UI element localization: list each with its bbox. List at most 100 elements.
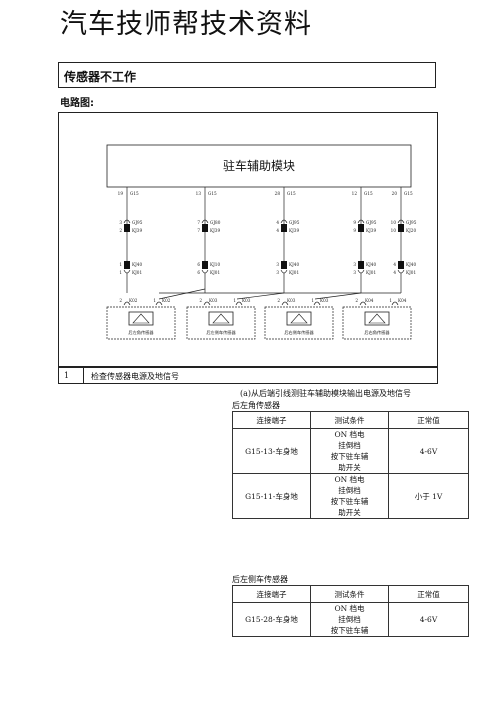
pin-label: 2 [119,228,122,233]
connector-body [281,261,287,269]
sensor-symbol [208,311,234,326]
connector-label: KJ40 [132,262,142,267]
test-table-1: 连接端子 测试条件 正常值 G15-13-车身地 ON 档电 挂倒档 按下驻车辅… [232,411,469,519]
sensor-symbol [128,311,154,326]
connector-label: KJ01 [210,270,220,275]
sensor-label: 后左侧车传感器 [206,329,236,336]
pin-label: 2 [199,298,202,303]
wire [158,288,206,300]
condition-line: 按下驻车辅 [330,497,369,506]
connector-body [281,224,287,232]
connector-label: K03 [320,298,329,303]
sensor-symbol-mark [132,313,150,324]
connector-label: KJ20 [406,228,416,233]
pin-label: 3 [276,270,279,275]
connector-label: KJ39 [132,228,142,233]
connector-label: KJ39 [366,228,376,233]
connector-symbol [357,219,365,224]
connector-label: KJ01 [406,270,416,275]
pin-label: 19 [118,191,124,196]
sensor-label: 后左角传感器 [128,329,154,336]
connector-body [202,261,208,269]
pin-label: 2 [355,298,358,303]
pin-label: 28 [275,191,281,196]
condition-line: 挂倒档 [338,441,361,450]
connector-body [124,261,130,269]
pin-label: 4 [276,228,279,233]
condition-cell: ON 档电 挂倒档 按下驻车辅 助开关 [310,428,389,474]
subheading-left-side: 后左侧车传感器 [232,575,288,584]
sensor-symbol [364,311,390,326]
connector-symbol [359,301,367,306]
connector-label: K04 [398,298,407,303]
table-header-row: 连接端子 测试条件 正常值 [232,585,469,603]
condition-line: 挂倒档 [338,486,361,495]
table-row: G15-28-车身地 ON 档电 挂倒档 按下驻车辅 4-6V [232,602,469,637]
connector-label: GJ95 [289,220,300,225]
step-text: 检查传感器电源及地信号 [91,372,179,381]
col-header-condition: 测试条件 [310,411,389,429]
connector-label: GJ95 [366,220,377,225]
condition-line: ON 档电 [334,604,365,613]
connector-label: K03 [287,298,296,303]
connector-symbol [313,301,321,306]
pin-label: 4 [276,220,279,225]
table-header-row: 连接端子 测试条件 正常值 [232,411,469,429]
pin-label: 2 [119,298,122,303]
col-header-value: 正常值 [388,585,469,603]
condition-cell: ON 档电 挂倒档 按下驻车辅 [310,602,389,637]
connector-label: KJ40 [289,262,299,267]
connector-body [202,224,208,232]
terminal-cell: G15-28-车身地 [232,602,311,637]
connector-symbol [281,301,289,306]
connector-label: GJ95 [406,220,417,225]
pin-label: 7 [197,228,200,233]
connector-label: KJ01 [289,270,299,275]
connector-symbol [203,301,211,306]
connector-symbol [280,219,288,224]
col-header-terminal: 连接端子 [232,585,311,603]
page-title: 汽车技师帮技术资料 [60,9,312,40]
value-cell: 小于 1V [388,473,469,519]
sensor-symbol [286,311,312,326]
condition-line: 按下驻车辅 [330,626,369,635]
pin-label: 1 [311,298,314,303]
section-title: 传感器不工作 [64,70,137,84]
subheading-left-corner: 后左角传感器 [232,401,280,410]
connector-symbol [357,269,365,274]
pin-label: 6 [197,270,200,275]
pin-label: 3 [119,220,122,225]
pin-label: 9 [353,228,356,233]
condition-line: ON 档电 [334,475,365,484]
step-number: 1 [64,371,70,380]
connector-label: KJ10 [210,262,220,267]
connector-symbol [155,301,163,306]
pin-label: 7 [197,220,200,225]
condition-line: 助开关 [338,463,361,472]
connector-label: G15 [404,191,413,196]
connector-label: KJ40 [406,262,416,267]
circuit-label: 电路图: [60,98,94,109]
value-cell: 4-6V [388,602,469,637]
connector-label: KJ40 [366,262,376,267]
connector-symbol [391,301,399,306]
module-box [106,144,412,188]
table-row: G15-11-车身地 ON 档电 挂倒档 按下驻车辅 助开关 小于 1V [232,473,469,519]
connector-label: G15 [364,191,373,196]
connector-body [358,261,364,269]
step-divider [83,367,84,383]
connector-label: KJ39 [289,228,299,233]
connector-body [398,224,404,232]
sensor-symbol-mark [290,313,308,324]
condition-line: 按下驻车辅 [330,452,369,461]
condition-line: ON 档电 [334,430,365,439]
connector-label: GJ95 [132,220,143,225]
col-header-value: 正常值 [388,411,469,429]
connector-label: G15 [130,191,139,196]
sensor-label: 后右侧车传感器 [284,329,314,336]
connector-label: G15 [287,191,296,196]
terminal-cell: G15-11-车身地 [232,473,311,519]
connector-label: K04 [365,298,374,303]
pin-label: 4 [393,262,396,267]
